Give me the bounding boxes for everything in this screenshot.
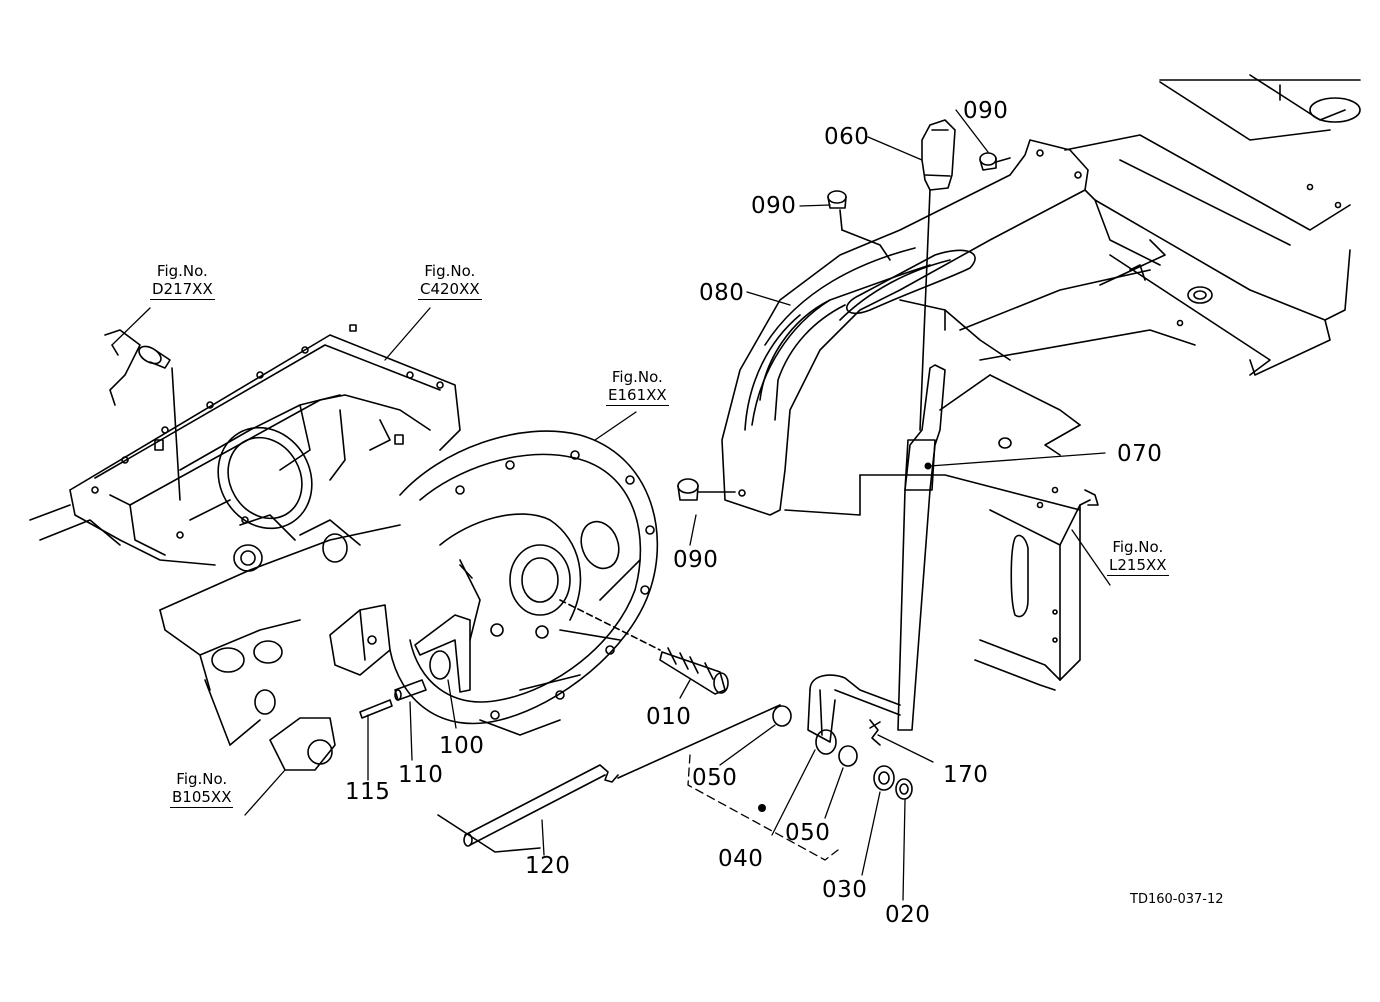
figref-d217-code[interactable]: D217XX bbox=[150, 280, 215, 300]
part-label-090-top: 090 bbox=[963, 98, 1009, 124]
bracket-080-drawing bbox=[721, 139, 1089, 516]
figref-c420-code[interactable]: C420XX bbox=[418, 280, 482, 300]
set-marker-dot bbox=[758, 804, 766, 812]
figref-l215-title: Fig.No. bbox=[1112, 538, 1164, 556]
part-label-030: 030 bbox=[822, 877, 868, 903]
part-label-050-left: 050 bbox=[692, 765, 738, 791]
part-label-050-right: 050 bbox=[785, 820, 831, 846]
pedal-shaft-040-drawing bbox=[772, 674, 913, 800]
figref-b105[interactable]: Fig.No. B105XX bbox=[170, 770, 234, 808]
group-040-bracket bbox=[687, 754, 839, 861]
part-label-120: 120 bbox=[525, 853, 571, 879]
lever-d217-drawing bbox=[104, 329, 181, 501]
part-label-080: 080 bbox=[699, 280, 745, 306]
drawing-code: TD160-037-12 bbox=[1130, 892, 1224, 907]
part-label-040: 040 bbox=[718, 846, 764, 872]
lever-marker-dot bbox=[924, 462, 932, 470]
leader-lines bbox=[111, 109, 1111, 901]
figref-c420-title: Fig.No. bbox=[424, 262, 476, 280]
part-label-110: 110 bbox=[398, 762, 444, 788]
figref-e161-title: Fig.No. bbox=[611, 368, 663, 386]
pins-drawing bbox=[359, 679, 427, 719]
clutch-housing-drawing bbox=[389, 430, 659, 736]
figref-e161-code[interactable]: E161XX bbox=[606, 386, 669, 406]
part-label-090-low: 090 bbox=[673, 547, 719, 573]
part-label-060: 060 bbox=[824, 124, 870, 150]
figref-l215[interactable]: Fig.No. L215XX bbox=[1107, 538, 1169, 576]
bolt-090-drawings bbox=[677, 152, 1011, 501]
part-label-100: 100 bbox=[439, 733, 485, 759]
figref-b105-title: Fig.No. bbox=[176, 770, 228, 788]
knob-060-drawing bbox=[921, 119, 956, 191]
figref-d217[interactable]: Fig.No. D217XX bbox=[150, 262, 215, 300]
part-label-090-mid: 090 bbox=[751, 193, 797, 219]
part-label-170: 170 bbox=[943, 762, 989, 788]
part-label-010: 010 bbox=[646, 704, 692, 730]
part-label-020: 020 bbox=[885, 902, 931, 928]
rod-120-drawing bbox=[437, 704, 781, 853]
part-label-070: 070 bbox=[1117, 441, 1163, 467]
shaft-010-drawing bbox=[559, 599, 729, 695]
figref-e161[interactable]: Fig.No. E161XX bbox=[606, 368, 669, 406]
figref-d217-title: Fig.No. bbox=[156, 262, 208, 280]
figref-b105-code[interactable]: B105XX bbox=[170, 788, 234, 808]
transmission-case-drawing bbox=[29, 324, 471, 771]
figref-l215-code[interactable]: L215XX bbox=[1107, 556, 1169, 576]
part-label-115: 115 bbox=[345, 779, 391, 805]
frame-l215-drawing bbox=[784, 74, 1361, 691]
figref-c420[interactable]: Fig.No. C420XX bbox=[418, 262, 482, 300]
